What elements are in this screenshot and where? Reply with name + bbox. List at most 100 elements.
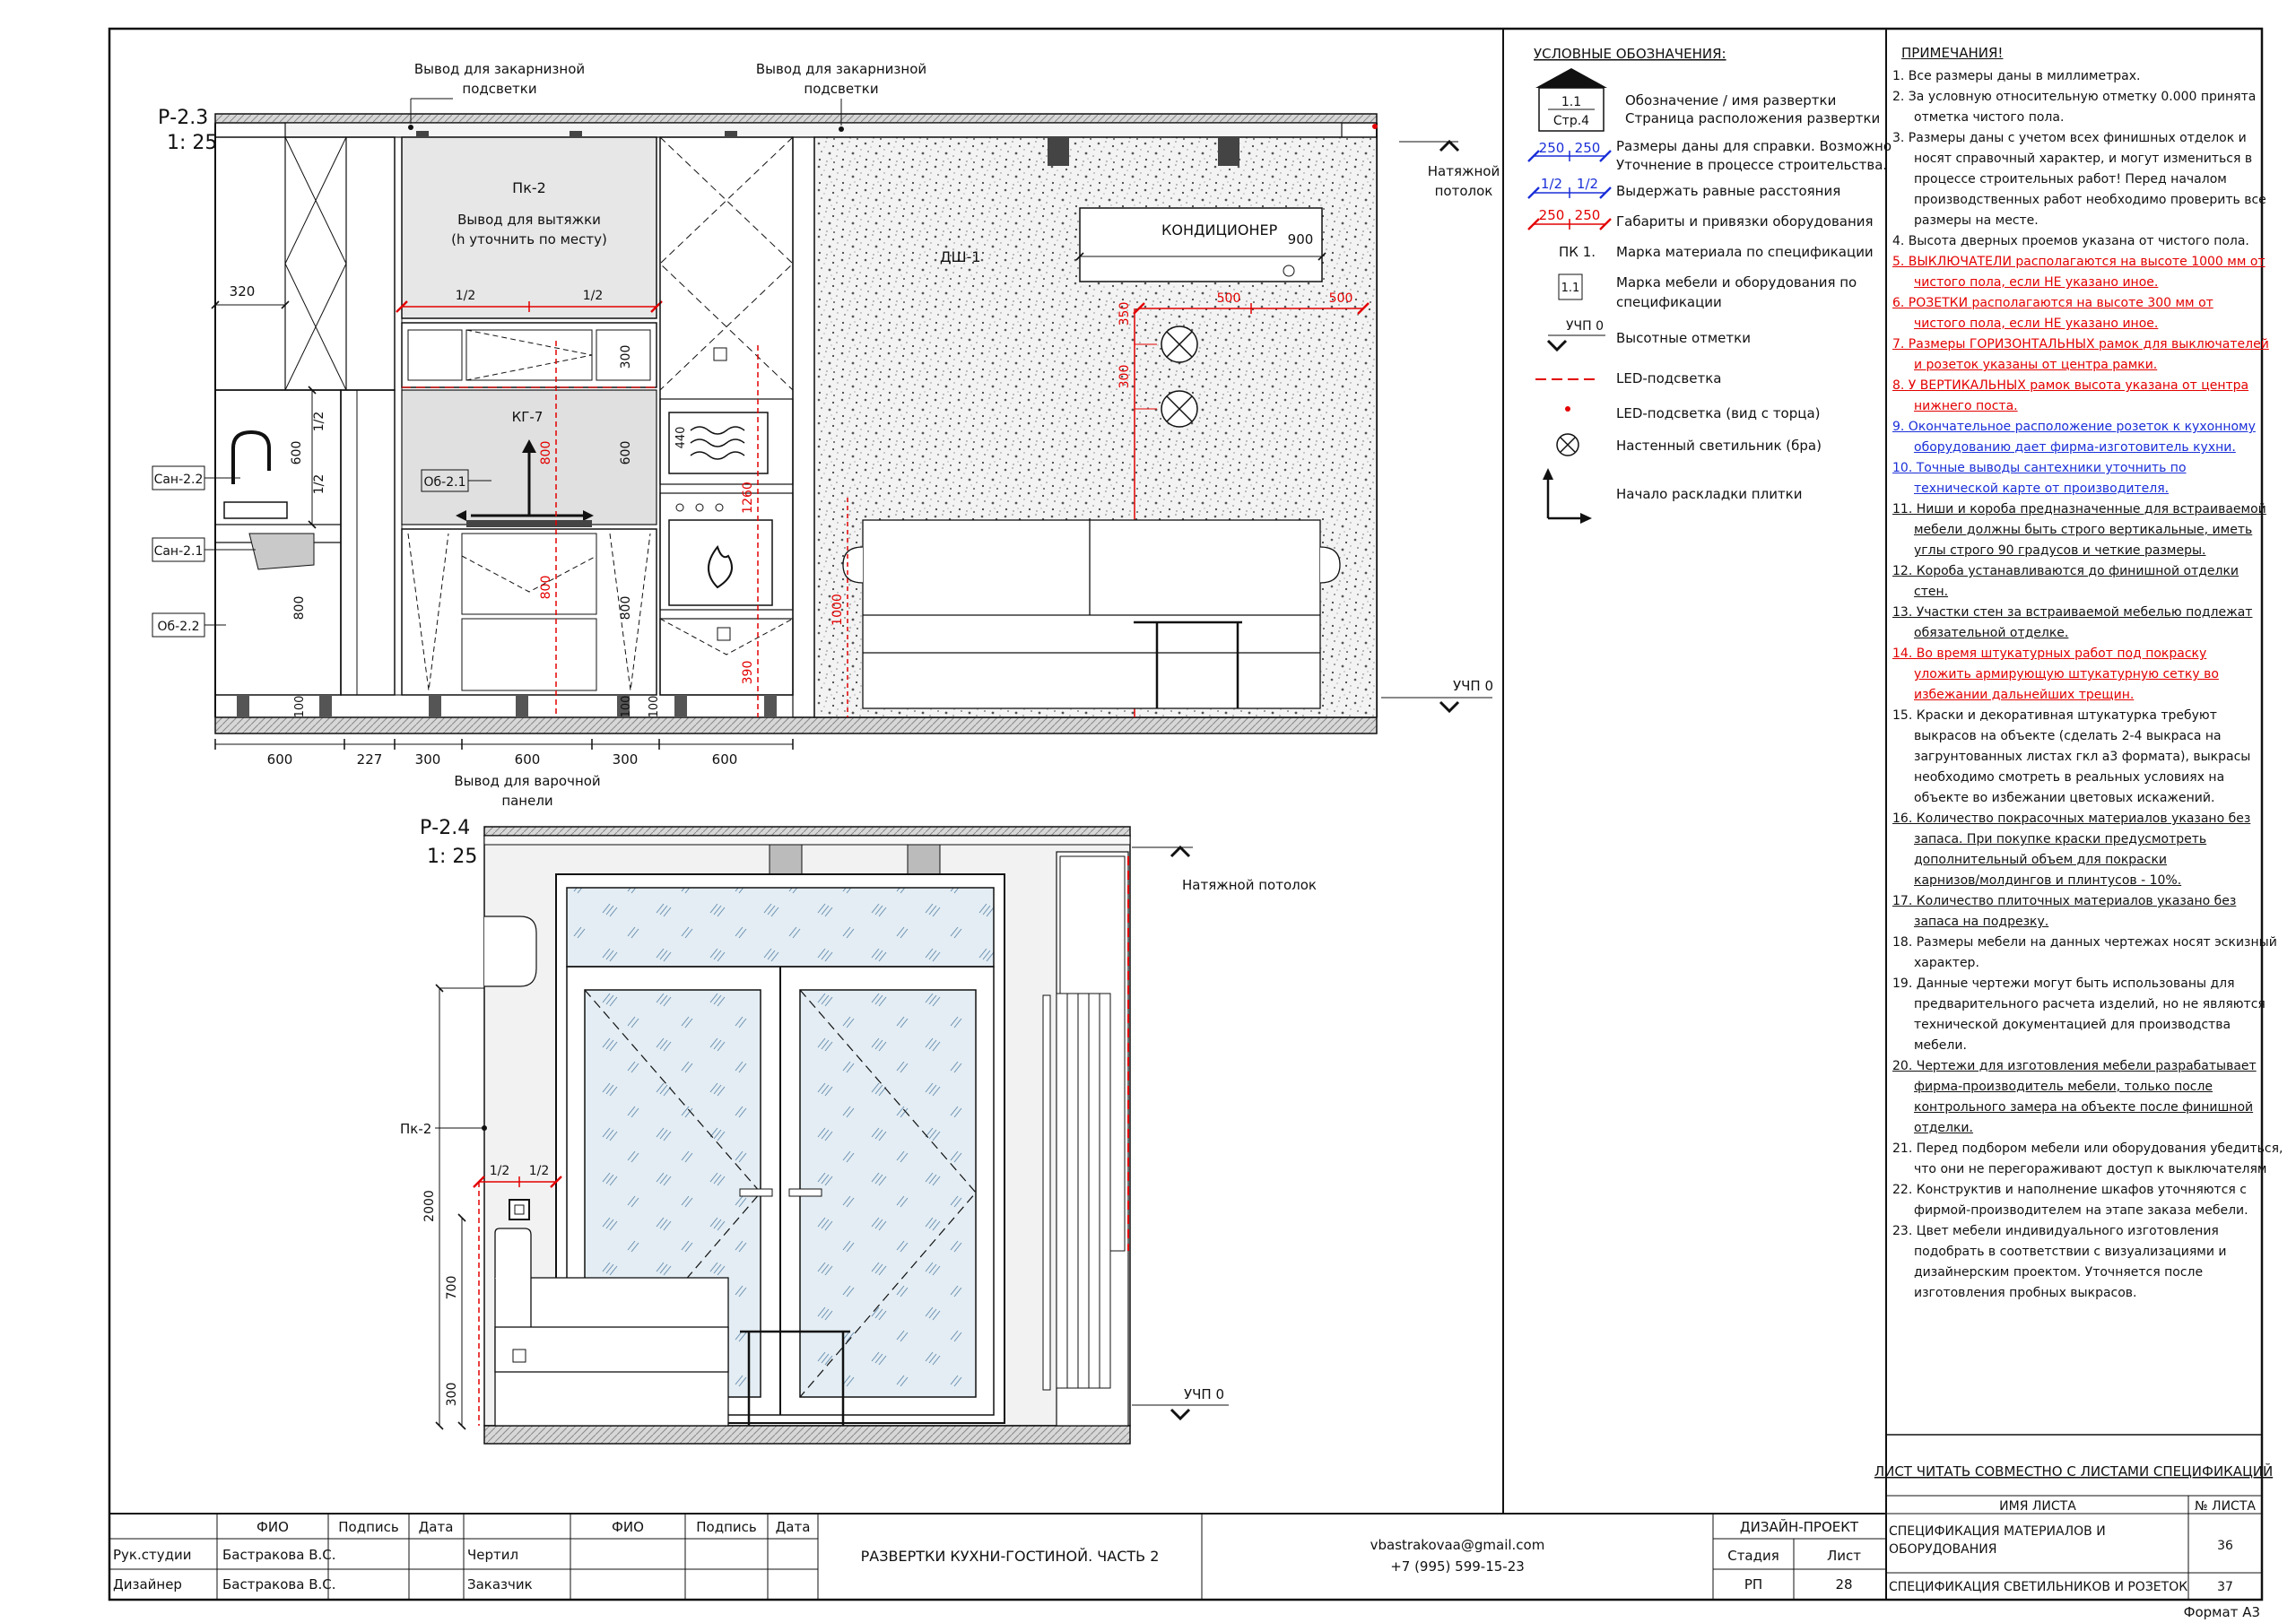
note-line: размеры на месте. bbox=[1914, 213, 2039, 228]
tb-r1-name: Бастракова В.С. bbox=[222, 1547, 336, 1563]
hood-half-b: 1/2 bbox=[583, 289, 604, 303]
note-item: 17. Количество плиточных материалов указ… bbox=[1892, 891, 2258, 933]
legend-level-desc: Высотные отметки bbox=[1616, 330, 1751, 346]
note-line: 17. Количество плиточных материалов указ… bbox=[1892, 894, 2237, 908]
dim-red-800a: 800 bbox=[539, 441, 553, 465]
wall-dim-500b: 500 bbox=[1329, 291, 1353, 306]
tb-r2-role: Дизайнер bbox=[113, 1576, 182, 1593]
wall-dim-1000: 1000 bbox=[831, 594, 845, 626]
note-line: фирма-производитель мебели, только после bbox=[1914, 1080, 2213, 1094]
legend: УСЛОВНЫЕ ОБОЗНАЧЕНИЯ: 1.1 Стр.4 Обозначе… bbox=[1527, 46, 1892, 524]
sheets-row2-name: СПЕЦИФИКАЦИЯ СВЕТИЛЬНИКОВ И РОЗЕТОК bbox=[1889, 1580, 2187, 1594]
note-item: 21. Перед подбором мебели или оборудован… bbox=[1892, 1139, 2283, 1180]
legend-led-desc: LED-подсветка bbox=[1616, 370, 1721, 386]
tb-data-a: Дата bbox=[419, 1519, 454, 1535]
note-line: запаса. При покупке краски предусмотреть bbox=[1914, 832, 2207, 846]
note-line: 20. Чертежи для изготовления мебели разр… bbox=[1892, 1059, 2257, 1073]
legend-tag-desc-1: Обозначение / имя развертки bbox=[1625, 92, 1836, 108]
panel-note-2: панели bbox=[501, 793, 552, 809]
wall-dim-350: 350 bbox=[1118, 302, 1132, 326]
wall-mark: ДШ-1 bbox=[940, 248, 981, 265]
legend-led-end-desc: LED-подсветка (вид с торца) bbox=[1616, 405, 1821, 421]
bdim-227: 227 bbox=[357, 751, 383, 768]
note-line: 21. Перед подбором мебели или оборудован… bbox=[1892, 1141, 2283, 1156]
dim-440: 440 bbox=[674, 427, 688, 449]
note-item: 2. За условную относительную отметку 0.0… bbox=[1892, 87, 2258, 128]
note-item: 6. РОЗЕТКИ располагаются на высоте 300 м… bbox=[1892, 293, 2258, 334]
note-line: обязательной отделке. bbox=[1914, 626, 2069, 640]
note-line: оборудованию дает фирма-изготовитель кух… bbox=[1914, 440, 2236, 455]
switch-half-b: 1/2 bbox=[529, 1164, 550, 1178]
legend-title: УСЛОВНЫЕ ОБОЗНАЧЕНИЯ: bbox=[1534, 46, 1726, 62]
dim2-700: 700 bbox=[445, 1276, 459, 1300]
dim-red-1260: 1260 bbox=[741, 482, 755, 514]
dim2-2000: 2000 bbox=[422, 1190, 437, 1222]
sink-half-b: 1/2 bbox=[312, 474, 326, 495]
panel-note-1: Вывод для варочной bbox=[454, 773, 600, 789]
sheets-col-name: ИМЯ ЛИСТА bbox=[1999, 1499, 2076, 1514]
format-label: Формат А3 bbox=[2184, 1604, 2260, 1620]
note-item: 10. Точные выводы сантехники уточнить по… bbox=[1892, 458, 2258, 499]
note-line: необходимо смотреть в реальных условиях … bbox=[1914, 770, 2225, 785]
note-item: 16. Количество покрасочных материалов ук… bbox=[1892, 809, 2258, 891]
dim-red-390: 390 bbox=[741, 661, 755, 685]
note-line: 19. Данные чертежи могут быть использова… bbox=[1892, 976, 2235, 991]
note-line: 23. Цвет мебели индивидуального изготовл… bbox=[1892, 1224, 2219, 1238]
dim-100-c: 100 bbox=[648, 696, 661, 718]
note-item: 15. Краски и декоративная штукатурка тре… bbox=[1892, 706, 2258, 809]
note-line: чистого пола, если НЕ указано иное. bbox=[1914, 275, 2159, 290]
legend-box-desc-1: Марка мебели и оборудования по bbox=[1616, 274, 1857, 291]
legend-tile-desc: Начало раскладки плитки bbox=[1616, 486, 1803, 502]
elev2-mark: Пк-2 bbox=[400, 1121, 431, 1137]
sheets-row1-num: 36 bbox=[2217, 1539, 2233, 1553]
note-line: запаса на подрезку. bbox=[1914, 915, 2049, 929]
bdim-300a: 300 bbox=[415, 751, 441, 768]
note-line: процессе строительных работ! Перед начал… bbox=[1914, 172, 2227, 187]
elevation-r23: Р-2.3 1: 25 Пк-2 Вывод д bbox=[152, 61, 1500, 809]
note-line: подобрать в соответствии с визуализациям… bbox=[1914, 1245, 2227, 1259]
notes-panel: ПРИМЕЧАНИЯ! 1. Все размеры даны в миллим… bbox=[1892, 45, 2283, 1304]
notes-title: ПРИМЕЧАНИЯ! bbox=[1901, 45, 2004, 61]
note-line: выкрасов на объекте (сделать 2-4 выкраса… bbox=[1914, 729, 2222, 743]
ceiling-note-1: Натяжной bbox=[1428, 163, 1500, 179]
tb-stage-label: Стадия bbox=[1727, 1548, 1779, 1564]
sheets-row2-num: 37 bbox=[2217, 1580, 2233, 1594]
note-line: стен. bbox=[1914, 585, 1949, 599]
note-item: 13. Участки стен за встраиваемой мебелью… bbox=[1892, 603, 2258, 644]
sink-half-a: 1/2 bbox=[312, 412, 326, 432]
dim2-300: 300 bbox=[445, 1383, 459, 1407]
note-line: контрольного замера на объекте после фин… bbox=[1914, 1100, 2254, 1115]
sheets-col-num: № ЛИСТА bbox=[2195, 1499, 2256, 1514]
note-line: фирмой-производителем на этапе заказа ме… bbox=[1914, 1203, 2248, 1218]
bdim-600c: 600 bbox=[712, 751, 738, 768]
label-san21: Сан-2.1 bbox=[154, 544, 204, 559]
note-item: 19. Данные чертежи могут быть использова… bbox=[1892, 974, 2266, 1056]
note-item: 7. Размеры ГОРИЗОНТАЛЬНЫХ рамок для выкл… bbox=[1892, 334, 2269, 376]
legend-blue-b: 250 bbox=[1575, 140, 1601, 156]
elev2-level: УЧП 0 bbox=[1184, 1386, 1224, 1402]
tb-podpis-a: Подпись bbox=[338, 1519, 398, 1535]
note-line: 7. Размеры ГОРИЗОНТАЛЬНЫХ рамок для выкл… bbox=[1892, 337, 2269, 352]
tb-r2-name: Бастракова В.С. bbox=[222, 1576, 336, 1593]
tb-chertil: Чертил bbox=[467, 1547, 518, 1563]
ac-dim: 900 bbox=[1288, 231, 1314, 247]
ceiling-note-2: потолок bbox=[1435, 183, 1493, 199]
legend-pk-label: ПК 1. bbox=[1559, 244, 1596, 260]
note-line: технической документацией для производст… bbox=[1914, 1018, 2231, 1032]
note-line: 15. Краски и декоративная штукатурка тре… bbox=[1892, 708, 2217, 723]
note-line: дополнительный объем для покраски bbox=[1914, 853, 2167, 867]
hood-half-a: 1/2 bbox=[456, 289, 476, 303]
note-line: нижнего поста. bbox=[1914, 399, 2018, 413]
note-item: 5. ВЫКЛЮЧАТЕЛИ располагаются на высоте 1… bbox=[1892, 252, 2266, 293]
legend-half-b: 1/2 bbox=[1577, 176, 1598, 192]
dim-800-base: 800 bbox=[619, 596, 633, 621]
note-line: 22. Конструктив и наполнение шкафов уточ… bbox=[1892, 1183, 2247, 1197]
dim-100-b: 100 bbox=[620, 696, 633, 718]
legend-red-b: 250 bbox=[1575, 207, 1601, 223]
elev2-code: Р-2.4 bbox=[420, 817, 470, 839]
ac-label: КОНДИЦИОНЕР bbox=[1161, 221, 1278, 239]
tb-stage: РП bbox=[1744, 1576, 1762, 1593]
note-line: мебели. bbox=[1914, 1038, 1967, 1053]
note-line: изготовления пробных выкрасов. bbox=[1914, 1286, 2137, 1300]
dim-100-a: 100 bbox=[293, 696, 307, 718]
